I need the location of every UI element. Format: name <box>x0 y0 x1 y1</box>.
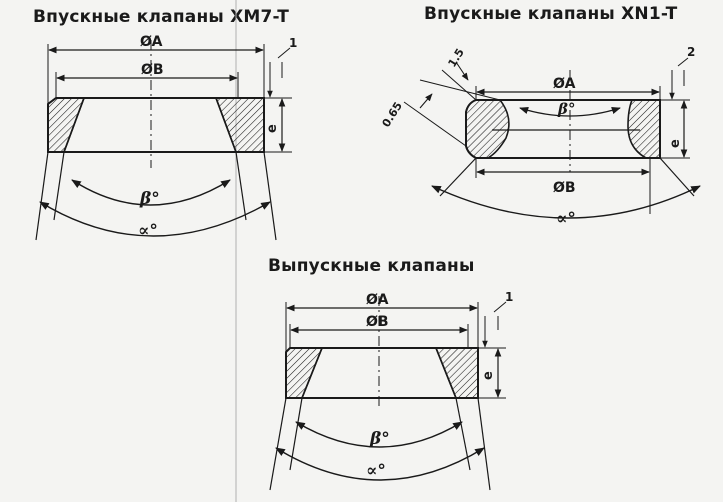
section-right-3 <box>434 347 479 399</box>
label-dia-a-3: ØA <box>366 292 389 308</box>
label-dim-1-5: 1.5 <box>446 46 467 69</box>
label-e-1: e <box>265 124 280 133</box>
label-chamfer-1a: 1 <box>289 36 297 50</box>
section-right <box>214 97 265 153</box>
label-alpha-1: ∝° <box>138 221 158 241</box>
label-alpha-3: ∝° <box>366 461 386 481</box>
title-exhaust: Выпускные клапаны <box>268 256 475 276</box>
label-dia-b-2: ØB <box>553 180 576 196</box>
section-left-2 <box>465 99 510 159</box>
section-left <box>47 97 86 153</box>
figure-exhaust <box>269 296 507 491</box>
label-chamfer-1b: 1 <box>505 290 513 304</box>
title-intake-xn1t: Впускные клапаны XN1-T <box>424 4 678 24</box>
label-dia-a-1: ØA <box>140 34 163 50</box>
label-dia-b-3: ØB <box>366 314 389 330</box>
section-left-3 <box>285 347 324 399</box>
figure-intake-xn1t <box>403 57 701 219</box>
label-beta-2: β° <box>557 100 575 118</box>
label-e-3: e <box>481 371 496 380</box>
section-right-2 <box>627 99 661 159</box>
label-alpha-2: ∝° <box>556 209 576 229</box>
title-intake-xm7t: Впускные клапаны XM7-T <box>33 7 290 27</box>
label-chamfer-2: 2 <box>687 45 695 59</box>
figure-intake-xm7t <box>35 40 292 241</box>
label-dia-a-2: ØA <box>553 76 576 92</box>
label-e-2: e <box>668 139 683 148</box>
label-beta-3: β° <box>369 429 390 449</box>
label-dia-b-1: ØB <box>141 62 164 78</box>
label-beta-1: β° <box>139 189 160 209</box>
label-dim-0-65: 0.65 <box>380 100 405 130</box>
